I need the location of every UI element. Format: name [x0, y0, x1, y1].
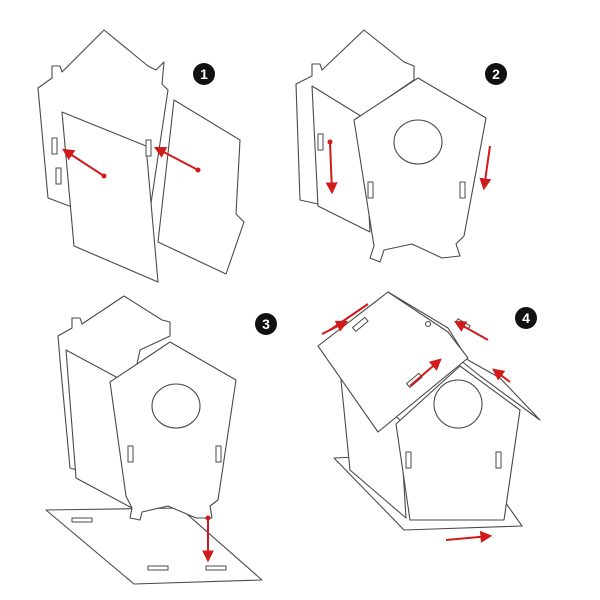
step4-arrow-base [445, 530, 493, 543]
step-badge-2: 2 [485, 63, 507, 85]
step-badge-circle [255, 313, 277, 335]
step4-entrance-hole [433, 379, 483, 429]
step-badge-3: 3 [255, 313, 277, 335]
step4-slot [405, 451, 412, 469]
step-badge-4: 4 [515, 307, 537, 329]
step3-entrance-hole [151, 383, 201, 429]
step-2-illustration [295, 29, 492, 263]
step2-front-gable-panel [353, 77, 487, 263]
step3-base-slot [147, 565, 169, 571]
step4-arrow-roof-ridge [453, 320, 489, 341]
step4-arrow-roof-right [492, 368, 511, 383]
step2-slot [367, 181, 374, 199]
step-3-illustration [45, 295, 263, 585]
step-4-illustration [317, 291, 541, 543]
step4-roof-slot [351, 316, 369, 333]
step1-arrow-origin-dot [101, 173, 107, 179]
step2-arrow-down-right [479, 145, 492, 191]
step4-arrow-roof-left-line [329, 303, 369, 331]
step2-entrance-hole [393, 119, 443, 165]
step-number-3: 3 [262, 316, 270, 332]
step3-slot [215, 445, 222, 463]
step4-roof-peg [424, 320, 432, 328]
step2-arrow-down-left [325, 141, 338, 195]
step3-slot [127, 445, 134, 463]
step-number-2: 2 [492, 66, 500, 82]
step1-arrow-right [153, 146, 199, 171]
step-number-4: 4 [522, 310, 530, 326]
step1-left-side-panel [61, 111, 159, 283]
step-badge-circle [485, 63, 507, 85]
step-badge-circle [515, 307, 537, 329]
step4-roof-slot [405, 372, 423, 389]
step1-slot [51, 137, 58, 155]
step3-base-slot [71, 517, 93, 523]
step1-slot [145, 139, 152, 157]
step-badge-1: 1 [193, 63, 215, 85]
step3-arrow-origin-dot [205, 515, 211, 521]
step3-base-slot [205, 565, 227, 571]
step2-arrow-origin-dot [327, 139, 333, 145]
step1-arrow-left [61, 148, 105, 177]
step3-front-gable-panel [109, 341, 237, 521]
step4-arrow-roof-up [409, 358, 442, 387]
step1-right-side-panel [157, 99, 245, 275]
step2-slot [317, 133, 324, 151]
step1-slot [55, 167, 62, 185]
step-number-1: 1 [200, 66, 208, 82]
step4-slot [495, 451, 502, 469]
step1-arrow-origin-dot [195, 167, 201, 173]
step4-front-gable-panel [395, 365, 521, 521]
step-1-illustration [37, 29, 245, 283]
step-badge-circle [193, 63, 215, 85]
step2-slot [459, 181, 466, 199]
